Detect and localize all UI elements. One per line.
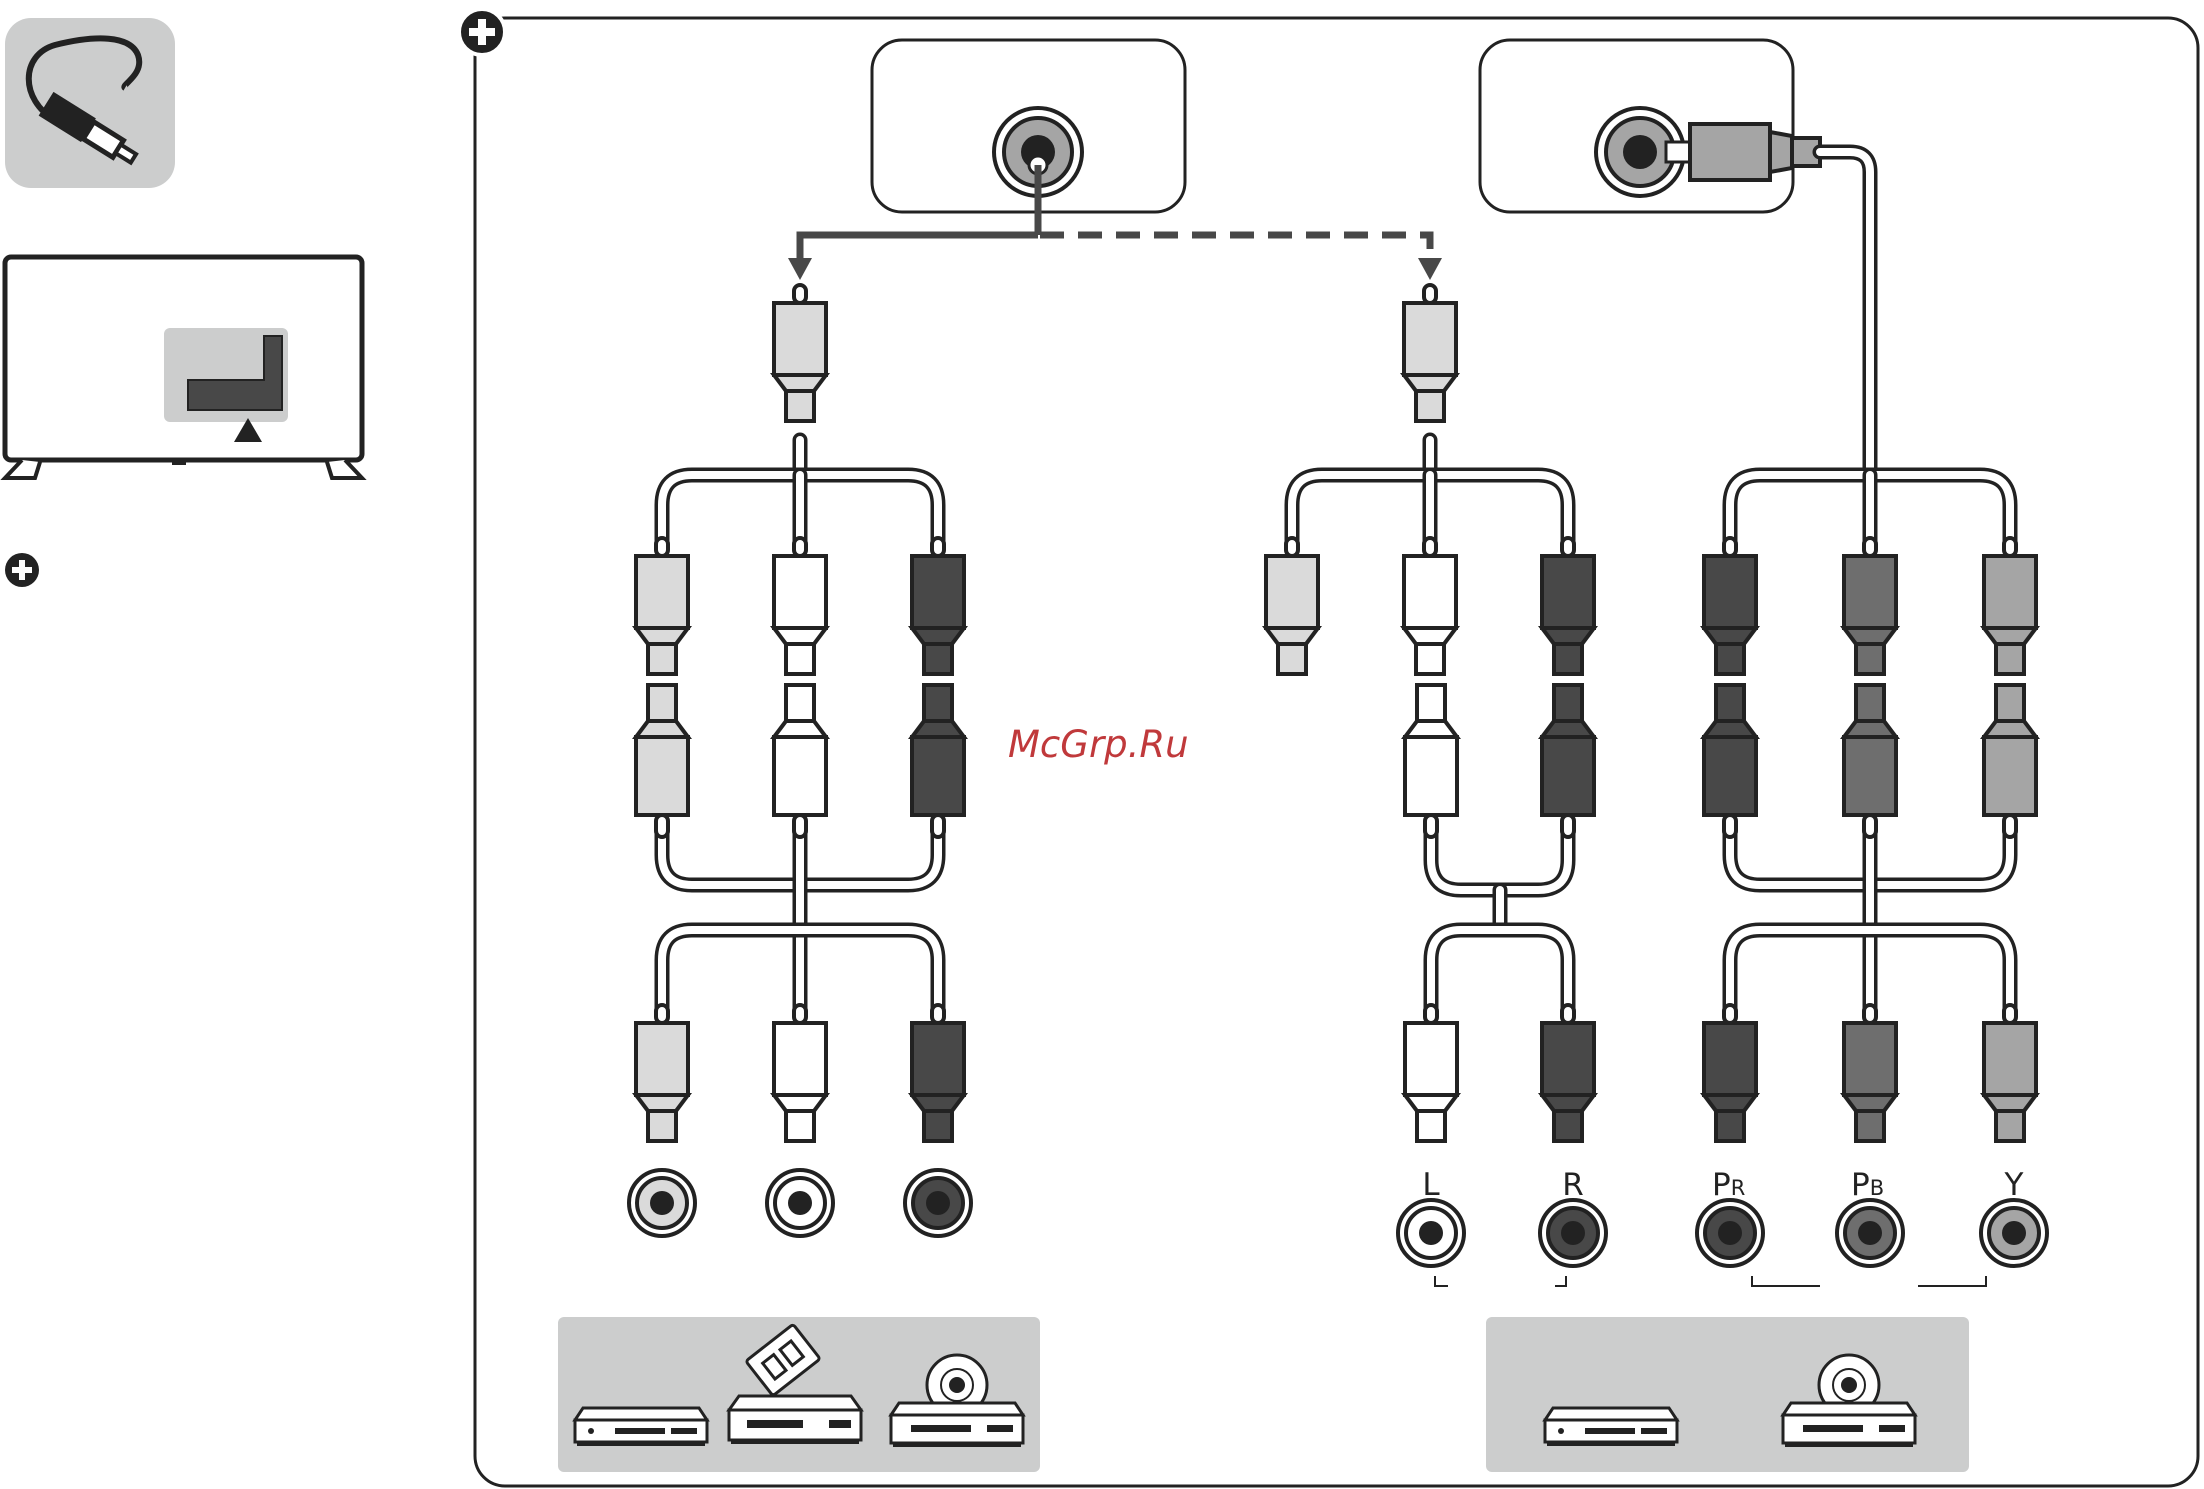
plug-c6	[1984, 685, 2036, 837]
dvd-player-icon	[575, 1408, 707, 1446]
cable-icon	[5, 18, 175, 188]
plug-c5	[1844, 685, 1896, 837]
plug-c1	[1704, 538, 1756, 674]
plug-c8	[1844, 1005, 1896, 1141]
plug-b-top	[1404, 285, 1456, 421]
port-label-y: Y	[2004, 1167, 2024, 1203]
plus-circle-icon	[5, 553, 39, 587]
plug-c7	[1704, 1005, 1756, 1141]
jack-a-video	[629, 1170, 695, 1236]
port-label-pb: PB	[1851, 1167, 1884, 1203]
plug-a4	[636, 685, 688, 837]
wire-b-mid-join	[1431, 830, 1568, 890]
plug-a-top	[774, 285, 826, 421]
plug-a8	[774, 1005, 826, 1141]
port-label-right: R	[1562, 1167, 1584, 1203]
plug-c4	[1704, 685, 1756, 837]
port-label-pb-sub: B	[1870, 1176, 1884, 1200]
plug-b1	[1266, 538, 1318, 674]
plug-a7	[636, 1005, 688, 1141]
plug-a2	[774, 538, 826, 674]
plug-b5	[1542, 685, 1594, 837]
device-jacks	[629, 1170, 2047, 1266]
wire-c-top-stem	[1820, 152, 1870, 480]
jack-c-pr	[1697, 1200, 1763, 1266]
plug-b6	[1405, 1005, 1457, 1141]
port-label-pr: PR	[1712, 1167, 1745, 1203]
plug-c9	[1984, 1005, 2036, 1141]
diagram-frame	[475, 18, 2198, 1486]
plus-circle-icon	[459, 9, 505, 55]
plug-a6	[912, 685, 964, 837]
plug-c2	[1844, 538, 1896, 674]
watermark: McGrp.Ru	[1008, 723, 1189, 766]
plug-a9	[912, 1005, 964, 1141]
plug-a5	[774, 685, 826, 837]
plug-b7	[1542, 1005, 1594, 1141]
jack-c-pb	[1837, 1200, 1903, 1266]
plug-b2	[1404, 538, 1456, 674]
jack-a-audio-l	[767, 1170, 833, 1236]
port-label-pb-main: P	[1851, 1167, 1870, 1203]
plug-c3	[1984, 538, 2036, 674]
component-in-jack-icon	[1480, 40, 1820, 212]
cable-wires	[662, 152, 2010, 1010]
av-in-jack-icon	[872, 40, 1185, 212]
cable-plugs	[636, 285, 2036, 1141]
plug-b3	[1542, 538, 1594, 674]
dvd-player-icon	[1545, 1408, 1677, 1446]
plug-b4	[1405, 685, 1457, 837]
jack-b-audio-r	[1540, 1200, 1606, 1266]
wire-b-low-split	[1431, 930, 1568, 1010]
tv-icon	[5, 257, 362, 478]
jack-c-y	[1981, 1200, 2047, 1266]
plug-a1	[636, 538, 688, 674]
jack-a-audio-r	[905, 1170, 971, 1236]
port-label-left: L	[1422, 1167, 1440, 1203]
port-label-pr-sub: R	[1731, 1176, 1746, 1200]
port-label-pr-main: P	[1712, 1167, 1731, 1203]
pair-brackets	[1435, 1276, 1986, 1286]
device-panel-right	[1486, 1317, 1969, 1472]
plug-a3	[912, 538, 964, 674]
jack-b-audio-l	[1398, 1200, 1464, 1266]
